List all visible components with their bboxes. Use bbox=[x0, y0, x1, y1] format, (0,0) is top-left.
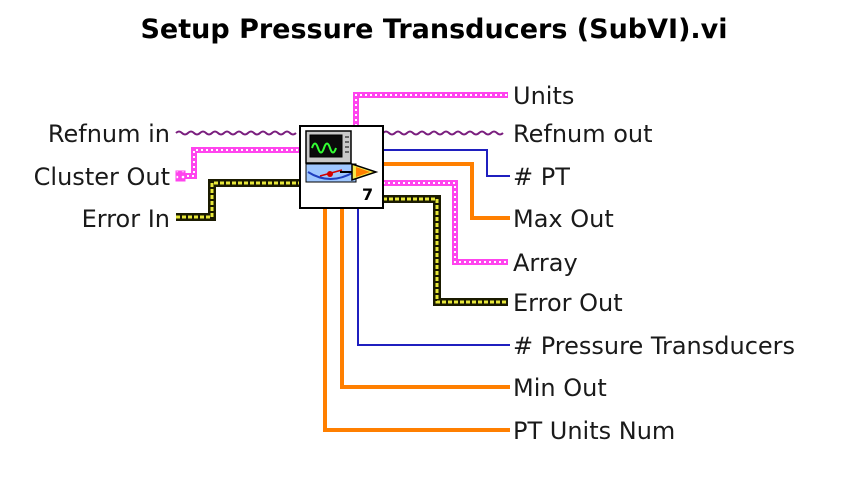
wire-units bbox=[353, 92, 508, 126]
input-label-refnum-in: Refnum in bbox=[48, 120, 170, 148]
wire-min-out bbox=[340, 208, 510, 389]
wire-refnum-out bbox=[382, 130, 504, 136]
vi-icon[interactable]: 7 bbox=[299, 125, 384, 209]
wire-error-in bbox=[176, 179, 300, 221]
input-label-cluster-out: Cluster Out bbox=[34, 163, 170, 191]
output-label-units: Units bbox=[513, 82, 574, 110]
output-label-num-pt: # PT bbox=[513, 163, 570, 191]
output-label-error-out: Error Out bbox=[513, 289, 623, 317]
wire-pt-units-num bbox=[323, 208, 510, 432]
arrow-icon bbox=[340, 162, 379, 182]
wire-array bbox=[383, 180, 508, 265]
output-label-max-out: Max Out bbox=[513, 205, 614, 233]
output-label-array: Array bbox=[513, 249, 578, 277]
vi-title: Setup Pressure Transducers (SubVI).vi bbox=[140, 14, 727, 45]
wire-cluster-out bbox=[182, 147, 300, 179]
input-label-error-in: Error In bbox=[82, 205, 170, 233]
gauge-icon bbox=[305, 163, 357, 183]
output-label-num-pressure-transducers: # Pressure Transducers bbox=[513, 332, 795, 360]
wire-refnum-in bbox=[175, 130, 297, 136]
wire-num-pt bbox=[383, 149, 510, 177]
wire-num-pressure-transducers bbox=[357, 208, 510, 346]
output-label-pt-units-num: PT Units Num bbox=[513, 417, 675, 445]
oscilloscope-icon bbox=[305, 130, 352, 164]
icon-badge-number: 7 bbox=[362, 185, 373, 204]
output-label-refnum-out: Refnum out bbox=[513, 120, 653, 148]
wire-max-out bbox=[383, 162, 510, 220]
wire-error-out bbox=[383, 195, 508, 306]
output-label-min-out: Min Out bbox=[513, 374, 607, 402]
